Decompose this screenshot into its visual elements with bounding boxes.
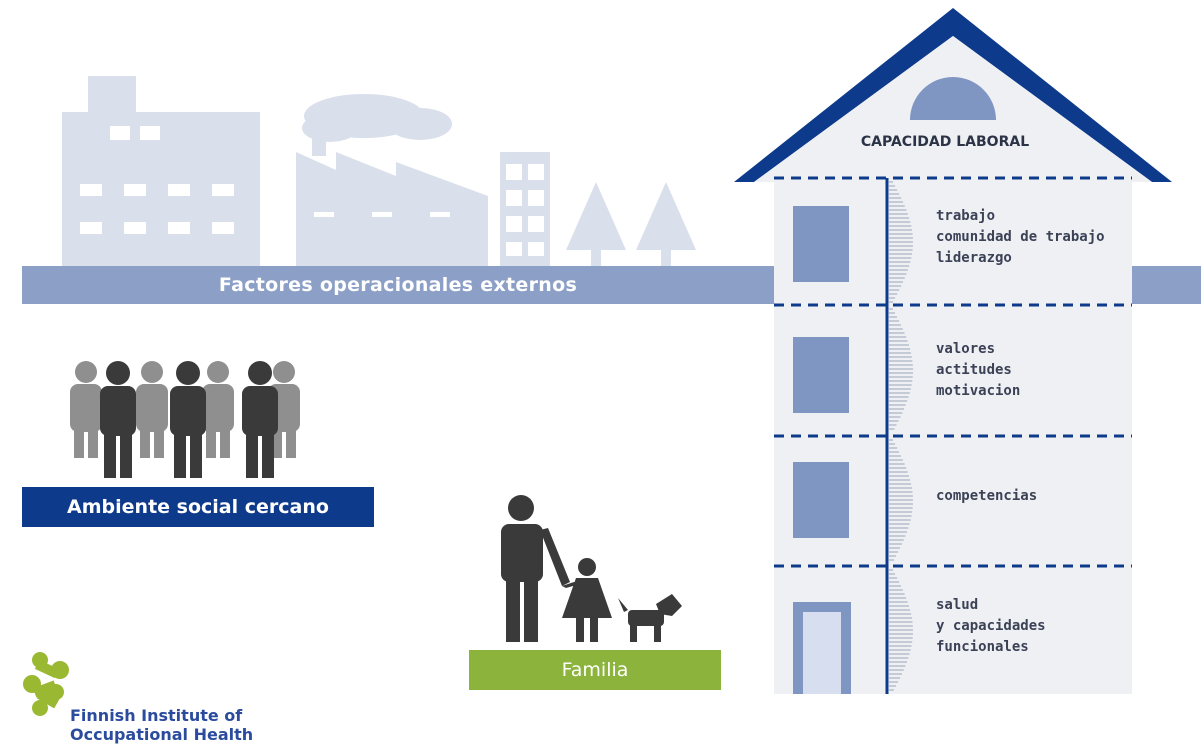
family-label: Familia bbox=[561, 659, 629, 681]
floor-3-text: competencias bbox=[936, 486, 1037, 507]
city-skyline bbox=[62, 76, 696, 268]
crowd-icon bbox=[70, 361, 300, 478]
work-ability-title: CAPACIDAD LABORAL bbox=[860, 134, 1030, 150]
floor-1-line-2: comunidad de trabajo bbox=[936, 229, 1105, 245]
floor-2-line-1: valores bbox=[936, 341, 996, 357]
floor-4-line-3: funcionales bbox=[936, 639, 1029, 655]
window-floor-3 bbox=[793, 462, 849, 538]
window-floor-2 bbox=[793, 337, 849, 413]
floor-1-line-3: liderazgo bbox=[936, 250, 1012, 266]
floor-2-line-2: actitudes bbox=[936, 362, 1012, 378]
skyline-windows bbox=[80, 126, 544, 256]
external-factors-bar-right bbox=[1132, 266, 1201, 304]
social-environment-box: Ambiente social cercano bbox=[22, 487, 374, 527]
fioh-logo-line-1: Finnish Institute of bbox=[70, 706, 243, 725]
work-ability-house bbox=[734, 8, 1172, 694]
attic-window bbox=[910, 77, 996, 120]
fioh-logo-text: Finnish Institute of Occupational Health bbox=[70, 706, 253, 744]
floor-1-line-1: trabajo bbox=[936, 208, 996, 224]
family-box: Familia bbox=[469, 650, 721, 690]
fioh-logo-icon bbox=[23, 652, 69, 716]
floor-4-line-1: salud bbox=[936, 597, 979, 613]
window-floor-1 bbox=[793, 206, 849, 282]
external-factors-label: Factores operacionales externos bbox=[218, 274, 578, 296]
social-environment-label: Ambiente social cercano bbox=[67, 496, 329, 518]
family-icon bbox=[501, 495, 682, 642]
floor-4-text: salud y capacidades funcionales bbox=[936, 595, 1046, 658]
floor-4-line-2: y capacidades bbox=[936, 618, 1046, 634]
spine-ticks bbox=[889, 181, 913, 691]
floor-3-line-1: competencias bbox=[936, 488, 1038, 504]
floor-2-line-3: motivacion bbox=[936, 383, 1021, 399]
external-factors-bar: Factores operacionales externos bbox=[22, 266, 774, 304]
floor-1-text: trabajo comunidad de trabajo liderazgo bbox=[936, 206, 1105, 269]
floor-2-text: valores actitudes motivacion bbox=[936, 339, 1020, 402]
fioh-logo-line-2: Occupational Health bbox=[70, 725, 254, 744]
floor-separators bbox=[774, 176, 1132, 568]
